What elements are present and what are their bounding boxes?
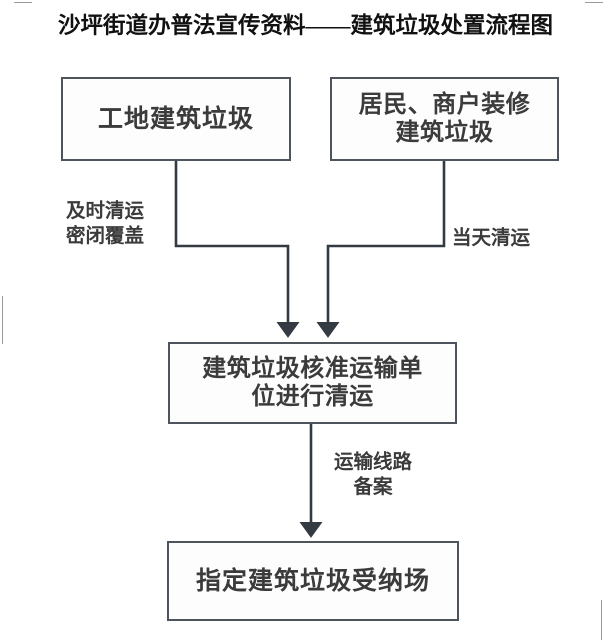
edge-label-resident-to-transport: 当天清运 [452,227,531,249]
connector-site-to-transport [174,161,300,338]
crop-mark-top-left [14,2,32,3]
flow-node-resident-waste[interactable]: 居民、商户装修 建筑垃圾 [330,77,559,161]
crop-mark-left-edge [2,296,3,344]
flow-node-approved-transport[interactable]: 建筑垃圾核准运输单 位进行清运 [168,342,457,424]
connector-resident-to-transport [316,161,446,338]
edge-label-transport-to-designated-site: 运输线路 备案 [333,451,412,498]
page-title: 沙坪街道办普法宣传资料——建筑垃圾处置流程图 [57,13,553,38]
crop-mark-top-right [585,2,603,3]
crop-mark-bottom-right [601,600,602,640]
flow-node-designated-site[interactable]: 指定建筑垃圾受纳场 [167,541,459,621]
flow-node-site-waste[interactable]: 工地建筑垃圾 [61,77,291,161]
edge-label-site-to-transport: 及时清运 密闭覆盖 [66,200,145,247]
